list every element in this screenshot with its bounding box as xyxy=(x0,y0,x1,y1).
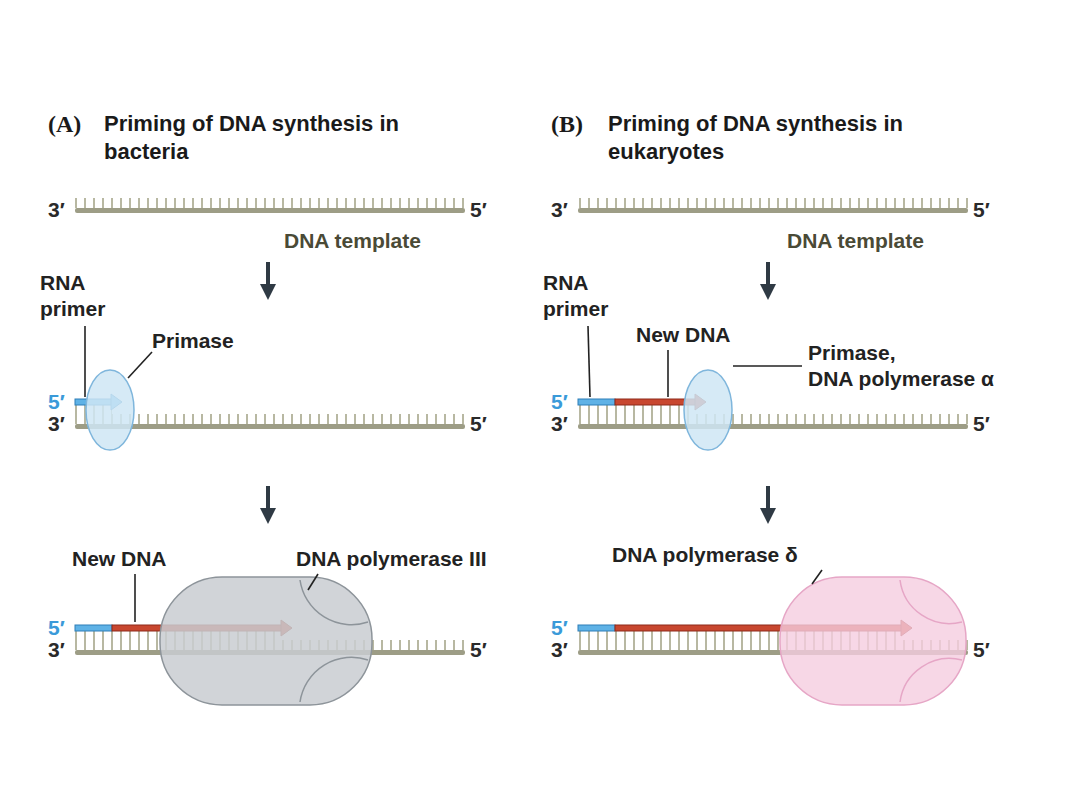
rna-primer xyxy=(578,399,615,405)
part-label: RNA primer xyxy=(543,270,613,322)
dna-polymerase-delta xyxy=(780,577,966,705)
primase-pol-alpha-enzyme xyxy=(684,370,732,450)
strand-end: 3′ xyxy=(551,411,568,437)
base-ticks xyxy=(75,198,465,208)
strand-end: 5′ xyxy=(551,389,568,415)
strand-end: 5′ xyxy=(551,615,568,641)
template-label: DNA template xyxy=(284,228,421,254)
strand-end: 3′ xyxy=(48,637,65,663)
leader-line xyxy=(733,365,802,367)
primase-enzyme xyxy=(86,370,134,450)
strand-end: 5′ xyxy=(48,389,65,415)
rna-primer xyxy=(75,625,112,631)
part-label: DNA polymerase III xyxy=(296,546,487,572)
strand-end: 5′ xyxy=(973,637,990,663)
strand-end: 5′ xyxy=(48,615,65,641)
enzyme-subunit-outline xyxy=(900,580,962,624)
panel-heading: Priming of DNA synthesis in bacteria xyxy=(104,110,474,166)
dna-template-strand xyxy=(75,424,465,429)
panel-heading: Priming of DNA synthesis in eukaryotes xyxy=(608,110,988,166)
part-label: New DNA xyxy=(72,546,167,572)
part-label: DNA polymerase δ xyxy=(612,542,798,568)
base-ticks xyxy=(578,414,968,424)
part-label: Primase, DNA polymerase α xyxy=(808,340,994,392)
enzyme-subunit-outline xyxy=(900,658,962,702)
enzyme-subunit-outline xyxy=(300,657,368,702)
strand-end: 3′ xyxy=(48,197,65,223)
strand-end: 5′ xyxy=(973,197,990,223)
base-ticks xyxy=(578,198,968,208)
dna-template-strand xyxy=(578,424,968,429)
rna-primer xyxy=(578,625,615,631)
leader-line xyxy=(588,326,590,397)
dna-template-strand xyxy=(578,208,968,213)
strand-end: 3′ xyxy=(551,197,568,223)
leader-line xyxy=(667,350,669,397)
part-label: New DNA xyxy=(636,322,731,348)
leader-line xyxy=(128,352,152,378)
part-label: Primase xyxy=(152,328,234,354)
leader-line xyxy=(84,326,86,397)
panel-letter: (A) xyxy=(48,110,81,138)
part-label: RNA primer xyxy=(40,270,110,322)
panel-letter: (B) xyxy=(551,110,583,138)
strand-end: 5′ xyxy=(973,411,990,437)
leader-line xyxy=(134,574,136,622)
strand-end: 3′ xyxy=(551,637,568,663)
leader-line xyxy=(812,570,822,584)
strand-end: 5′ xyxy=(470,637,487,663)
dna-polymerase-iii xyxy=(160,577,372,705)
strand-end: 3′ xyxy=(48,411,65,437)
template-label: DNA template xyxy=(787,228,924,254)
strand-end: 5′ xyxy=(470,411,487,437)
dna-template-strand xyxy=(75,208,465,213)
leader-line xyxy=(308,574,318,590)
strand-end: 5′ xyxy=(470,197,487,223)
